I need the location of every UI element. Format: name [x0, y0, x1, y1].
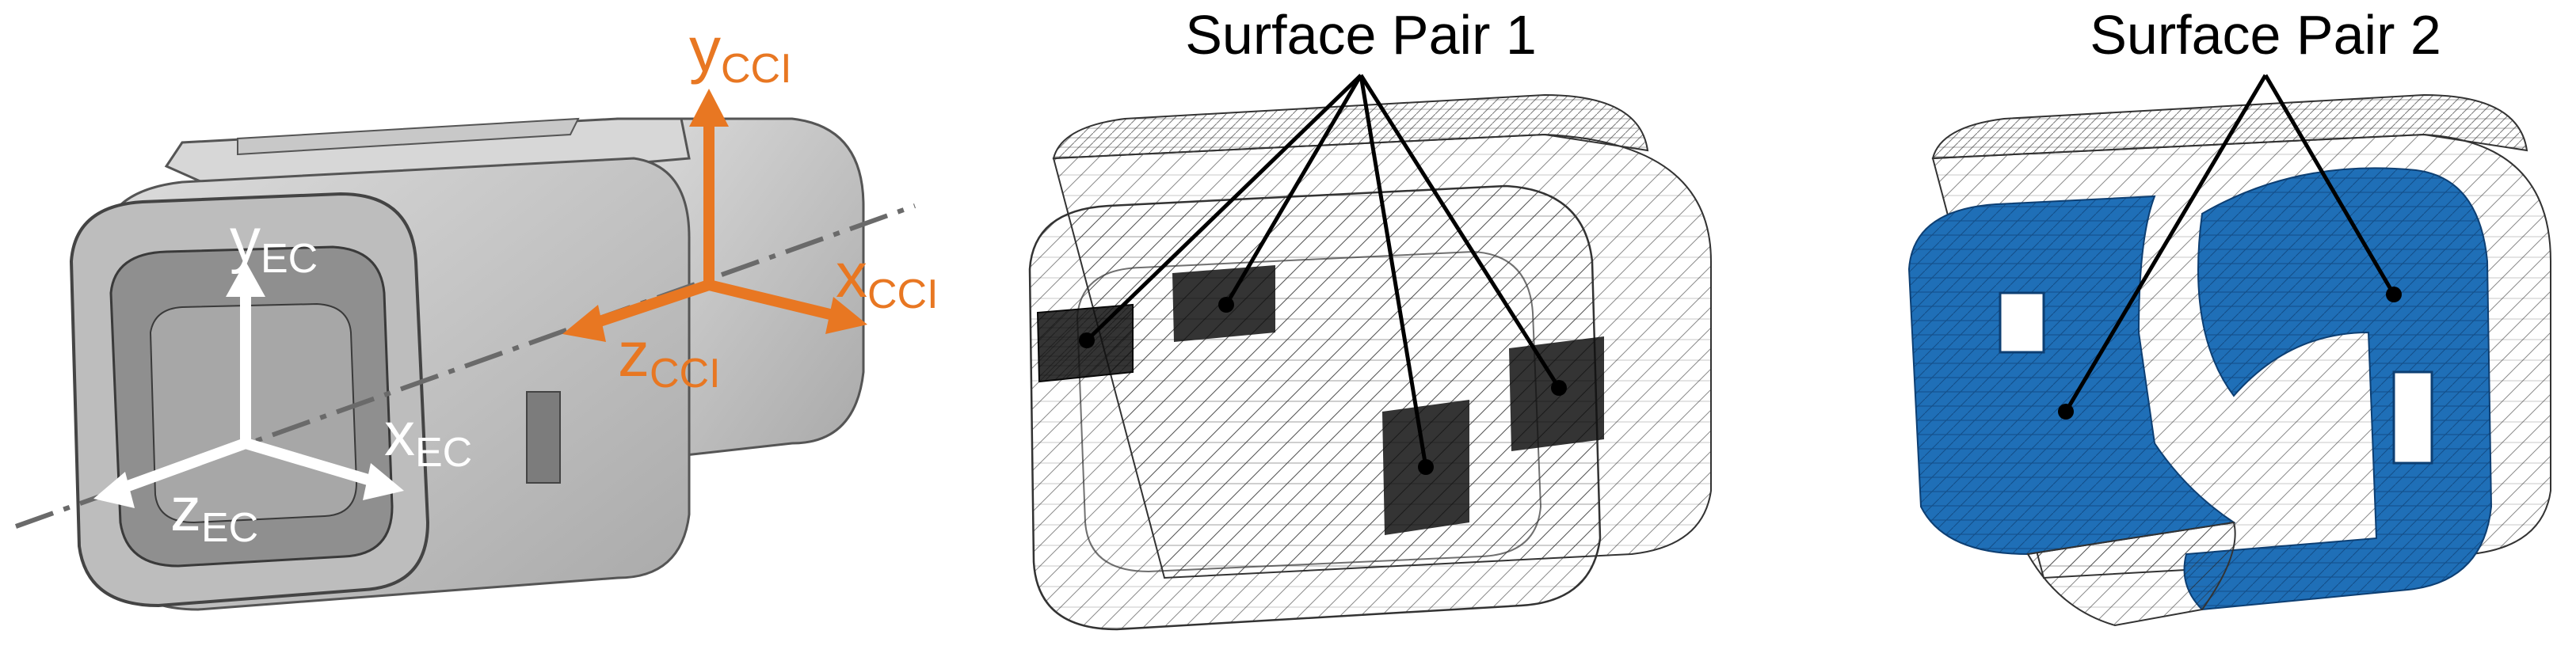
wireframe2-top — [1931, 93, 2528, 160]
ec-x-arrowhead — [363, 463, 404, 500]
surface-pair-2-rear-window — [2392, 370, 2433, 465]
connector-front-cavity — [149, 302, 358, 524]
cci-y-arrowhead — [689, 89, 729, 127]
ec-z-arrowhead — [93, 472, 135, 508]
ec-y-arrowhead — [226, 261, 265, 297]
cci-axes — [588, 119, 841, 330]
connector-solid-view: yEC xEC zEC yCCI xCCI zCCI — [14, 14, 939, 611]
surface-pair-1-leader-dots — [1079, 297, 1567, 475]
surface-pair-2-front-window — [1999, 291, 2045, 354]
wireframe-view-pair-2: Surface Pair 2 — [1907, 4, 2551, 627]
surface-pair-2-rear — [2183, 167, 2493, 611]
connector-latch — [237, 117, 580, 156]
surface-pair-2-leader-dots — [2058, 287, 2402, 420]
surface-pair-1-leaders — [1085, 74, 1561, 468]
cci-z-label: zCCI — [618, 319, 721, 397]
cci-z-arrowhead — [562, 305, 606, 342]
ec-axes — [112, 289, 380, 496]
cci-x-label: xCCI — [836, 240, 939, 317]
connector-side-window — [526, 391, 561, 484]
ec-y-label: yEC — [230, 205, 318, 282]
wireframe-top — [1052, 93, 1649, 160]
wireframe2-bottom-strip — [2026, 521, 2236, 627]
wireframe-view-pair-1: Surface Pair 1 — [1028, 4, 1712, 631]
cci-y-label: yCCI — [689, 14, 792, 92]
ec-x-label: xEC — [384, 399, 472, 476]
ec-x-axis — [244, 438, 380, 488]
cci-z-axis — [588, 279, 711, 330]
ec-z-label: zEC — [170, 474, 258, 551]
surface-pair-1-label: Surface Pair 1 — [1185, 4, 1537, 66]
cci-x-axis — [707, 279, 841, 322]
surface-pair-2-label: Surface Pair 2 — [2090, 4, 2441, 66]
ec-z-axis — [112, 438, 248, 496]
surface-pair-2-front — [1907, 195, 2236, 556]
surface-pair-2-leaders — [2063, 74, 2396, 413]
cci-x-arrowhead — [825, 297, 867, 334]
